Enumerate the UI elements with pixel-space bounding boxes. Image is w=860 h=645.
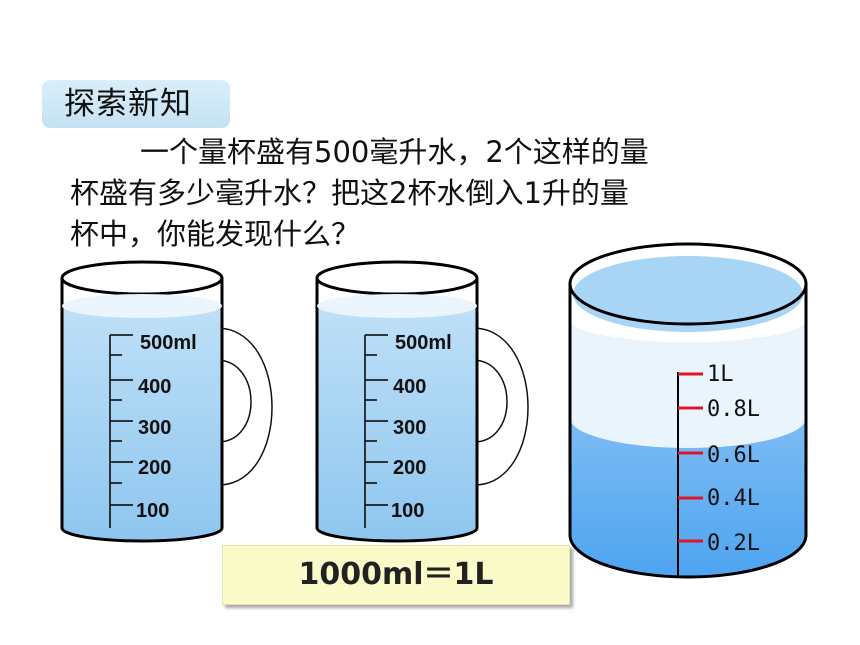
cup-label-500: 500ml — [395, 332, 452, 354]
problem-line-3: 杯中，你能发现什么？ — [70, 217, 361, 251]
cup-body — [60, 278, 224, 543]
measuring-cup-middle: 500ml 400 300 200 100 — [315, 260, 529, 543]
cup-label-100: 100 — [136, 500, 169, 522]
cup-label-500: 500ml — [140, 332, 197, 354]
beaker-body — [568, 284, 808, 579]
cup-water — [317, 305, 477, 541]
cup-label-300: 300 — [393, 417, 426, 439]
cup-label-200: 200 — [138, 457, 171, 479]
formula-box: 1000ml＝1L — [222, 545, 570, 605]
beaker-scale-ticks — [678, 372, 703, 543]
cup-handle — [473, 327, 529, 486]
cup-handle — [217, 327, 273, 486]
cup-rim — [315, 260, 479, 296]
beaker-label-0.4L: 0.4L — [707, 486, 760, 511]
cup-label-200: 200 — [393, 457, 426, 479]
beaker-empty-part — [570, 320, 806, 448]
problem-line-2: 杯盛有多少毫升水？把这2杯水倒入1升的量 — [70, 176, 629, 210]
section-tag: 探索新知 — [42, 80, 230, 128]
cup-handle-inner — [217, 359, 252, 443]
cup-scale — [109, 334, 133, 528]
beaker-label-0.2L: 0.2L — [707, 531, 760, 556]
beaker-inner-top — [573, 256, 803, 332]
beaker-label-0.6L: 0.6L — [707, 443, 760, 468]
water-surface — [62, 294, 222, 318]
water-surface — [317, 294, 477, 318]
measuring-cup-left: 500ml 400 300 200 100 — [60, 260, 273, 543]
cup-water — [62, 305, 222, 541]
problem-line-1: 一个量杯盛有500毫升水，2个这样的量 — [140, 135, 649, 169]
beaker-label-0.8L: 0.8L — [707, 397, 760, 422]
cup-handle-inner — [473, 359, 508, 443]
cup-label-100: 100 — [391, 500, 424, 522]
problem-text: 一个量杯盛有500毫升水，2个这样的量 杯盛有多少毫升水？把这2杯水倒入1升的量… — [70, 132, 770, 255]
big-beaker: 1L 0.8L 0.6L 0.4L 0.2L — [568, 242, 808, 579]
beaker-label-1L: 1L — [707, 362, 734, 387]
cup-body — [315, 278, 479, 543]
cup-label-400: 400 — [138, 376, 171, 398]
cup-label-300: 300 — [138, 417, 171, 439]
cup-label-400: 400 — [393, 376, 426, 398]
cup-rim — [60, 260, 224, 296]
beaker-rim — [568, 242, 808, 326]
cup-scale — [364, 334, 388, 528]
